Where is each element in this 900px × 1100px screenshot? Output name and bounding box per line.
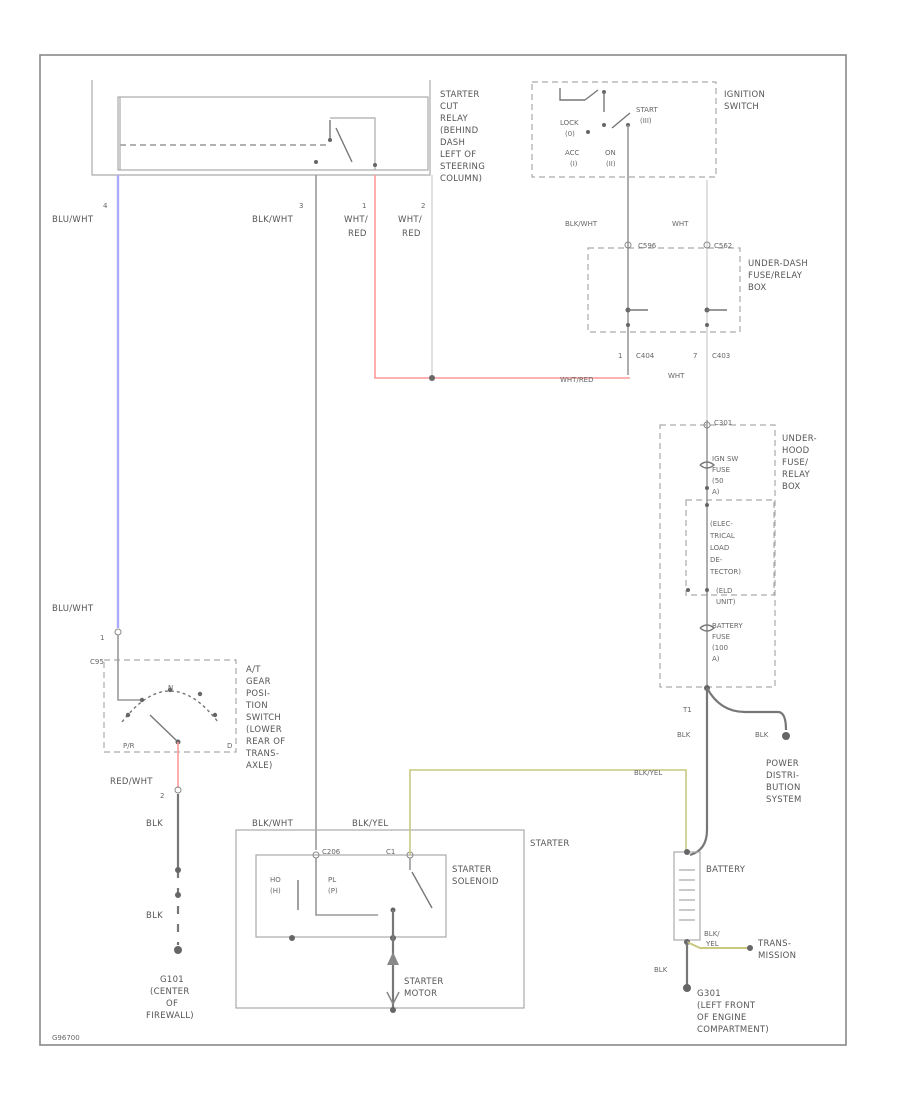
conn-c596: C596 <box>638 242 657 250</box>
transmission-label: TRANS- MISSION <box>757 939 796 961</box>
wire-label-blk-1: BLK <box>677 731 691 739</box>
diagram-code: G96700 <box>52 1034 80 1042</box>
power-dist-label: POWER DISTRI- BUTION SYSTEM <box>766 759 804 805</box>
pin-c1: C1 <box>386 848 395 856</box>
wire-label-blk-wht-ign: BLK/WHT <box>565 220 598 228</box>
relay-pin-3: 3 <box>299 202 303 210</box>
g301-label: G301 (LEFT FRONT OF ENGINE COMPARTMENT) <box>697 989 769 1035</box>
at-gear-position-switch <box>103 628 237 788</box>
starter-cut-relay <box>91 80 431 176</box>
ign-start-label: START(III) <box>636 106 658 125</box>
relay-pin-1: 1 <box>362 202 366 210</box>
wire-label-blk-wht-starter: BLK/WHT <box>252 819 294 829</box>
underdash-fuse-box <box>587 180 741 420</box>
ign-acc-label: ACC(I) <box>565 149 580 168</box>
diagram-frame <box>39 54 847 1046</box>
relay-pin-4: 4 <box>103 202 108 210</box>
ign-sw-fuse-label: IGN SW FUSE (50 A) <box>712 455 741 496</box>
wire-label-blk-yel: BLK/YEL <box>634 769 662 777</box>
wire-label-red-wht: RED/WHT <box>110 777 153 787</box>
wire-power-dist <box>706 687 788 731</box>
ignition-switch-label: IGNITION SWITCH <box>724 90 768 112</box>
battery <box>673 849 753 992</box>
underdash-box-label: UNDER-DASH FUSE/RELAY BOX <box>748 259 811 293</box>
conn-c404: C404 <box>636 352 655 360</box>
pin-t1: T1 <box>682 706 692 714</box>
wire-battery-cable <box>689 688 709 857</box>
starter-solenoid-label: STARTER SOLENOID <box>452 865 499 887</box>
wire-label-wht-2: WHT <box>668 372 685 380</box>
starter-label: STARTER <box>530 839 570 849</box>
wire-blk-yel <box>409 769 687 855</box>
wire-label-blu-wht: BLU/WHT <box>52 215 94 225</box>
wire-label-blk-yel-starter: BLK/YEL <box>352 819 388 829</box>
wire-label-wht-red-a: WHT/RED <box>344 215 368 239</box>
pin-1-at: 1 <box>100 634 104 642</box>
ign-lock-label: LOCK(0) <box>560 119 579 138</box>
pin-2-at: 2 <box>160 792 164 800</box>
wire-label-blk-yel2: BLK/YEL <box>704 930 720 948</box>
hold-coil-label: HO(H) <box>270 876 281 895</box>
battery-fuse-label: BATTERY FUSE (100 A) <box>712 622 745 663</box>
wire-wht-red <box>374 175 630 379</box>
wire-label-wht-ign: WHT <box>672 220 689 228</box>
conn-c562: C562 <box>714 242 732 250</box>
wire-label-blu-wht-2: BLU/WHT <box>52 604 94 614</box>
sw-pr-label: P/R <box>123 742 135 750</box>
elec-load-detector-label: (ELEC- TRICAL LOAD DE- TECTOR) <box>709 520 741 576</box>
starter-motor-label: STARTER MOTOR <box>404 977 447 999</box>
pin-7-c403: 7 <box>693 352 697 360</box>
at-gear-switch-label: A/T GEAR POSI- TION SWITCH (LOWER REAR O… <box>245 665 288 771</box>
underhood-box-label: UNDER- HOOD FUSE/ RELAY BOX <box>782 434 820 492</box>
g101-label: G101 (CENTER OF FIREWALL) <box>146 975 194 1021</box>
ignition-switch <box>531 81 717 230</box>
starter-assembly <box>235 829 525 1013</box>
conn-c403: C403 <box>712 352 730 360</box>
ign-on-label: ON(II) <box>605 149 616 168</box>
wire-label-wht-red-run: WHT/RED <box>560 376 594 384</box>
relay-pin-2: 2 <box>421 202 425 210</box>
conn-c301: C301 <box>714 419 732 427</box>
wire-label-blk-wht: BLK/WHT <box>252 215 294 225</box>
sw-n-label: N <box>168 684 173 692</box>
wire-label-blk-5: BLK <box>654 966 668 974</box>
conn-c206: C206 <box>322 848 341 856</box>
underhood-fuse-box <box>659 420 776 691</box>
elec-unit-label: (ELD UNIT) <box>716 587 736 606</box>
wire-label-blk-4: BLK <box>146 911 163 921</box>
pin-1-c404: 1 <box>618 352 622 360</box>
starter-cut-relay-label: STARTER CUT RELAY (BEHIND DASH LEFT OF S… <box>440 90 488 184</box>
wire-label-blk-2: BLK <box>755 731 769 739</box>
wire-label-wht-red-b: WHT/RED <box>398 215 422 239</box>
conn-at: C95 <box>90 658 104 666</box>
sw-d-label: D <box>227 742 232 750</box>
battery-label: BATTERY <box>706 865 746 875</box>
pull-coil-label: PL(P) <box>328 876 338 895</box>
wire-label-blk-3: BLK <box>146 819 163 829</box>
